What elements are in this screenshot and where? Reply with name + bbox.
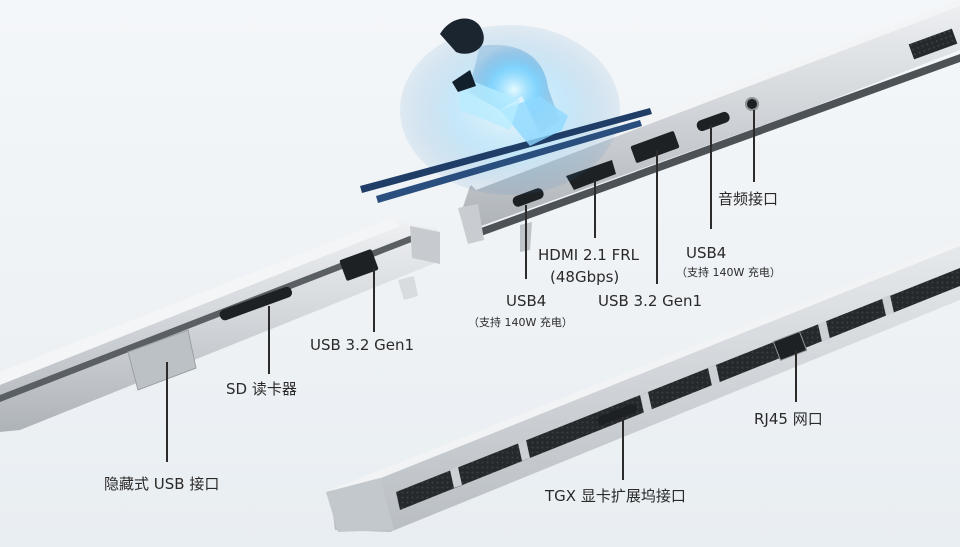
label-hidden-usb: 隐藏式 USB 接口 — [104, 475, 220, 493]
label-usb32-left: USB 3.2 Gen1 — [310, 336, 415, 354]
usb4-port-right — [696, 111, 730, 132]
left-laptop-side — [0, 218, 440, 432]
left-usb-port — [339, 249, 379, 281]
label-usb4-left-note: （支持 140W 充电） — [468, 316, 573, 329]
hdmi-port — [566, 160, 616, 190]
label-hdmi-note: (48Gbps) — [550, 268, 620, 286]
right-laptop-rear — [326, 240, 960, 532]
tgx-dock-port — [597, 403, 638, 426]
skier-illustration — [360, 18, 652, 203]
leader-hidden-usb — [166, 362, 168, 462]
label-rj45: RJ45 网口 — [754, 410, 823, 428]
leader-hdmi — [594, 180, 596, 238]
label-audio-jack: 音频接口 — [718, 190, 779, 208]
leader-usb32-right — [656, 150, 658, 284]
usb4-port-left — [512, 188, 544, 207]
leader-usb4-left — [525, 205, 527, 279]
rj45-port — [772, 331, 808, 361]
audio-jack — [745, 97, 759, 111]
leader-audio-jack — [753, 110, 755, 182]
leader-sd-reader — [268, 306, 270, 374]
label-usb4-right: USB4 — [686, 244, 727, 262]
label-hdmi: HDMI 2.1 FRL — [538, 246, 639, 264]
sd-card-slot — [219, 286, 293, 321]
label-usb4-left: USB4 — [506, 292, 547, 310]
leader-usb4-right — [710, 125, 712, 229]
label-usb32-right: USB 3.2 Gen1 — [598, 292, 703, 310]
label-tgx-dock: TGX 显卡扩展坞接口 — [545, 487, 686, 505]
leader-rj45 — [795, 350, 797, 402]
label-sd-reader: SD 读卡器 — [226, 380, 297, 398]
usb32-port-right — [630, 131, 680, 163]
hidden-usb-cover — [127, 329, 197, 391]
label-usb4-right-note: （支持 140W 充电） — [676, 266, 781, 279]
leader-tgx-dock — [622, 418, 624, 480]
leader-usb32-left — [373, 268, 375, 332]
